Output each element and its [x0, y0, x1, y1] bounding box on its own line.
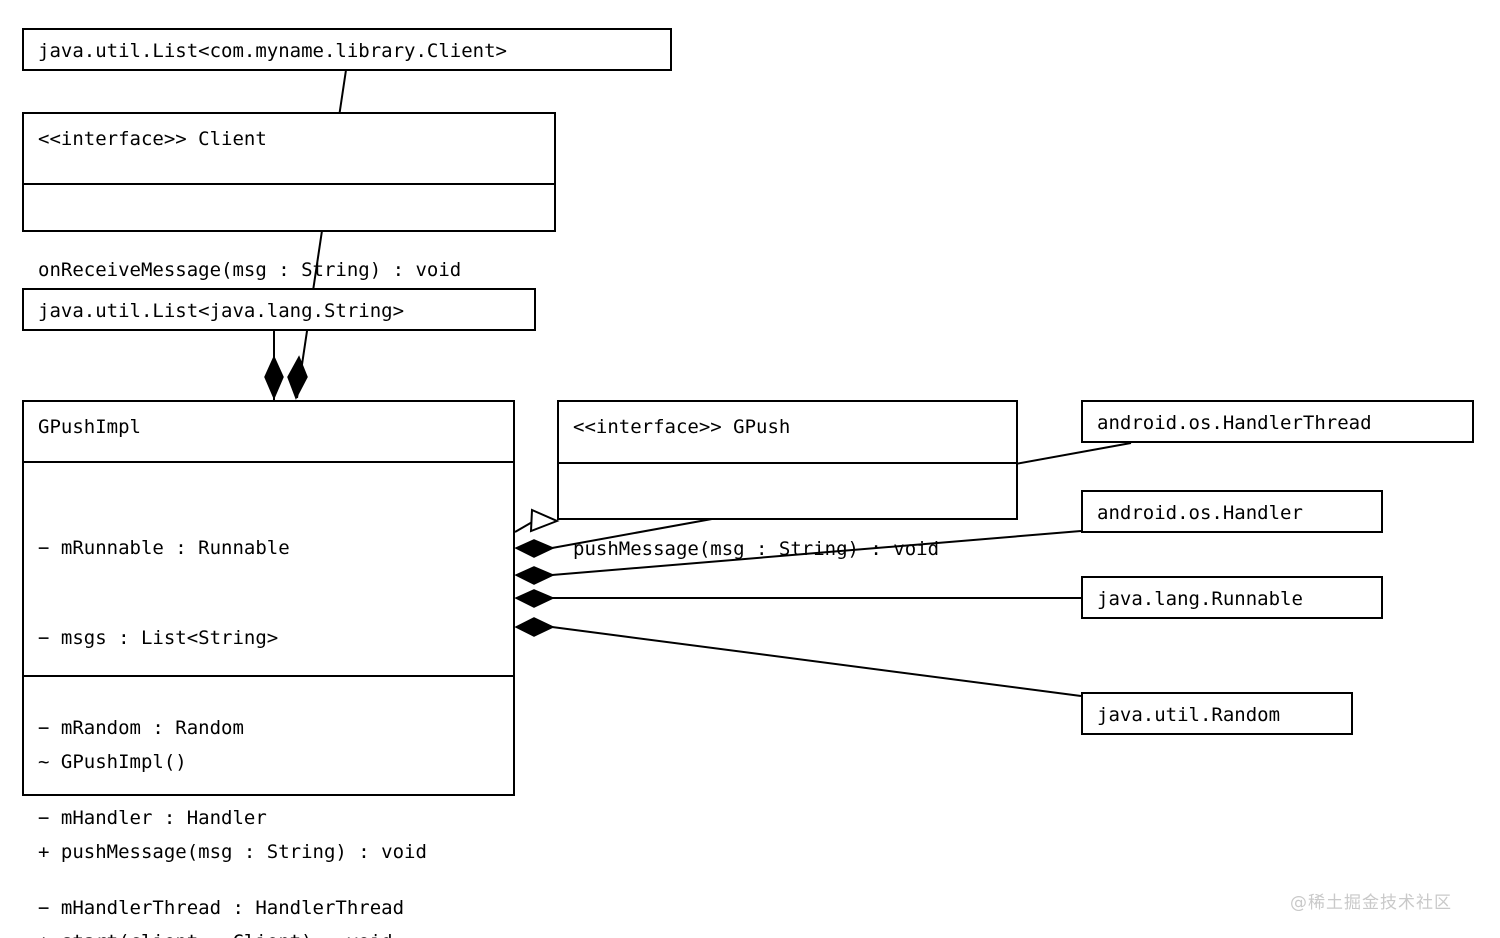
node-handler-name: android.os.Handler	[1097, 502, 1303, 524]
node-random[interactable]: java.util.Random	[1081, 692, 1353, 735]
node-handler-thread[interactable]: android.os.HandlerThread	[1081, 400, 1474, 443]
edge-gpushimpl-to-random	[514, 617, 1082, 697]
node-list-of-client[interactable]: java.util.List<com.myname.library.Client…	[22, 28, 672, 71]
node-runnable-name: java.lang.Runnable	[1097, 588, 1303, 610]
operation-push-message: + pushMessage(msg : String) : void	[38, 841, 427, 863]
node-list-of-client-name: java.util.List<com.myname.library.Client…	[38, 40, 507, 62]
node-client-interface-operations: onReceiveMessage(msg : String) : void	[24, 183, 554, 281]
node-random-name: java.util.Random	[1097, 704, 1281, 726]
attribute-m-runnable: − mRunnable : Runnable	[38, 537, 290, 559]
attribute-m-random: − mRandom : Random	[38, 717, 244, 739]
node-handler-thread-name: android.os.HandlerThread	[1097, 412, 1372, 434]
operation-gpush-impl-constructor: ~ GPushImpl()	[38, 751, 187, 773]
attribute-m-handler: − mHandler : Handler	[38, 807, 267, 829]
attribute-m-handler-thread: − mHandlerThread : HandlerThread	[38, 897, 405, 919]
attribute-msgs: − msgs : List<String>	[38, 627, 279, 649]
node-gpush-interface-operations: pushMessage(msg : String) : void	[559, 462, 1016, 560]
node-gpush-impl-operations: ~ GPushImpl() + pushMessage(msg : String…	[24, 675, 513, 938]
watermark: @稀土掘金技术社区	[1290, 893, 1452, 913]
operation-start: + start(client : Client) : void	[38, 927, 499, 938]
edge-gpushimpl-implements-gpush	[514, 508, 560, 533]
node-gpush-impl-name: GPushImpl	[38, 416, 141, 438]
node-gpush-impl[interactable]: GPushImpl − mRunnable : Runnable − msgs …	[22, 400, 515, 938]
node-handler[interactable]: android.os.Handler	[1081, 490, 1383, 533]
node-list-of-string-name: java.util.List<java.lang.String>	[38, 300, 405, 322]
node-gpush-interface[interactable]: <<interface>> GPush pushMessage(msg : St…	[557, 400, 1018, 560]
node-gpush-impl-attributes: − mRunnable : Runnable − msgs : List<Str…	[24, 461, 513, 919]
node-runnable[interactable]: java.lang.Runnable	[1081, 576, 1383, 619]
node-gpush-interface-title: <<interface>> GPush	[573, 416, 791, 438]
operation-on-receive-message: onReceiveMessage(msg : String) : void	[38, 259, 462, 281]
node-client-interface-title: <<interface>> Client	[38, 128, 267, 150]
node-client-interface[interactable]: <<interface>> Client onReceiveMessage(ms…	[22, 112, 556, 281]
operation-push-message-declaration: pushMessage(msg : String) : void	[573, 538, 940, 560]
node-list-of-string[interactable]: java.util.List<java.lang.String>	[22, 288, 536, 331]
